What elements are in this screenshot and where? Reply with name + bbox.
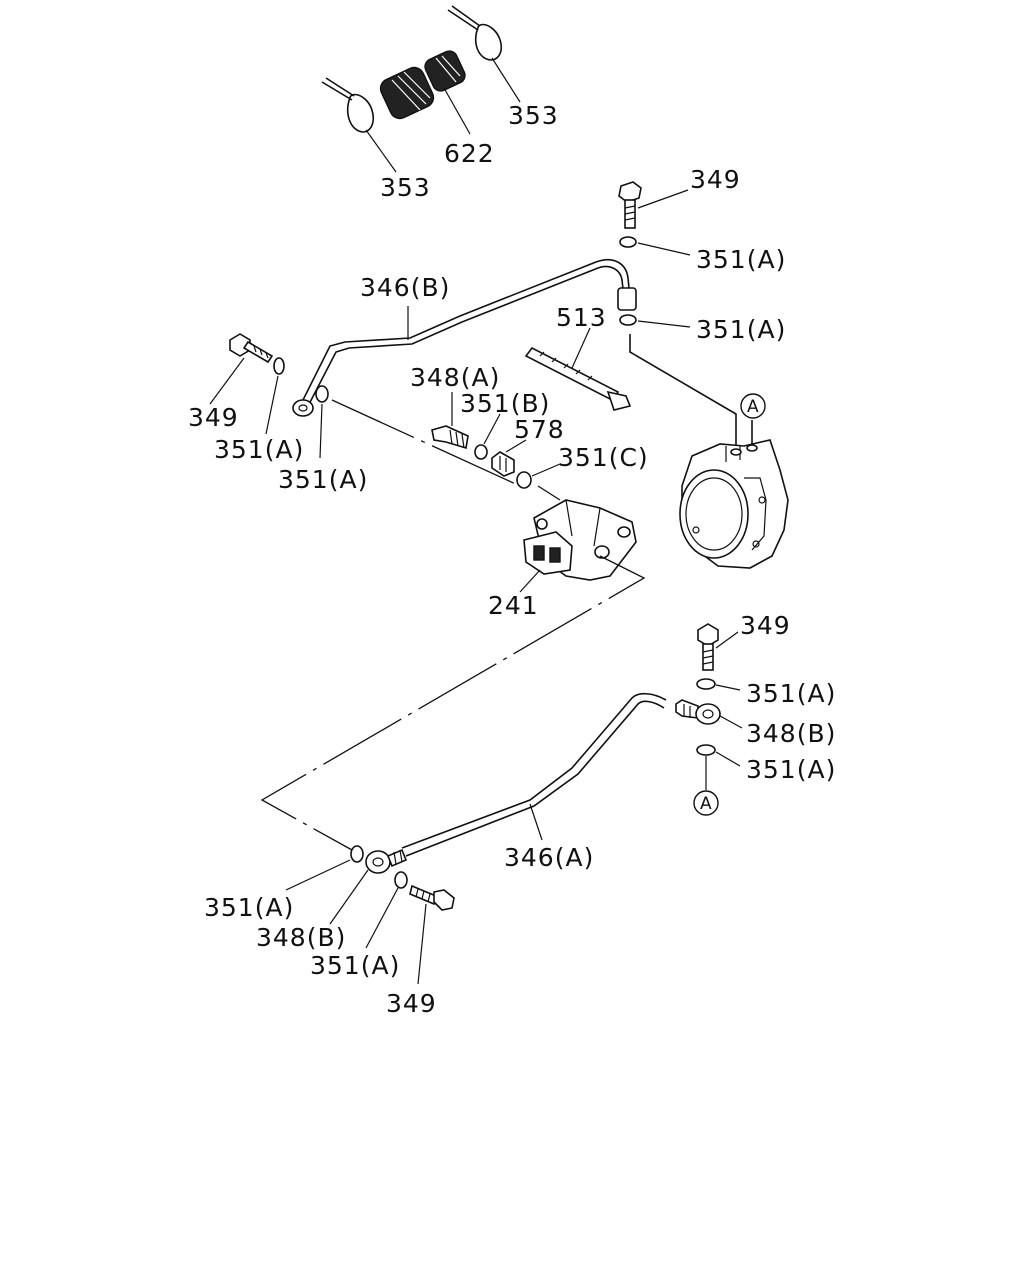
ref-a-circle-top: A [740, 393, 766, 419]
hose-622 [379, 50, 466, 120]
banjo-348b-left [329, 848, 408, 925]
label-622: 622 [444, 139, 495, 168]
washer-351c [516, 463, 561, 489]
washer-351a-3 [265, 357, 285, 435]
bolt-349-top [618, 181, 689, 229]
pipe-346a [401, 692, 667, 857]
label-351a-4: 351(A) [278, 465, 368, 494]
washer-351a-4 [315, 385, 329, 459]
washer-351a-7 [285, 845, 364, 891]
route-line-a [629, 334, 737, 446]
label-349-bottom: 349 [386, 989, 437, 1018]
bolt-349-bottom [409, 884, 455, 985]
washer-351b [474, 413, 501, 460]
ref-a-label-top: A [747, 397, 759, 417]
cable-tie-513 [524, 327, 632, 411]
plug-578 [491, 439, 527, 477]
centerline-upper-2 [537, 485, 561, 501]
label-578: 578 [514, 415, 565, 444]
hose-clamp-353-right [447, 5, 503, 61]
label-351a-1: 351(A) [696, 245, 786, 274]
washer-351a-5 [696, 678, 741, 691]
bolt-349-left [209, 333, 274, 405]
label-349-top: 349 [690, 165, 741, 194]
label-349-left: 349 [188, 403, 239, 432]
label-351a-2: 351(A) [696, 315, 786, 344]
label-351b: 351(B) [460, 389, 550, 418]
label-513: 513 [556, 303, 607, 332]
centerline-lower [260, 555, 646, 851]
label-353-left: 353 [380, 173, 431, 202]
pipe-346b [292, 258, 637, 417]
banjo-348b-right [675, 699, 743, 729]
washer-351a-1 [619, 236, 691, 256]
label-348b-right: 348(B) [746, 719, 836, 748]
ref-a-circle-bottom: A [693, 790, 719, 816]
pump-housing [679, 439, 789, 569]
washer-351a-2 [619, 314, 691, 328]
label-351c: 351(C) [558, 443, 649, 472]
washer-351a-8 [365, 871, 408, 949]
label-348a: 348(A) [410, 363, 500, 392]
label-351a-6: 351(A) [746, 755, 836, 784]
label-241: 241 [488, 591, 539, 620]
label-346b: 346(B) [360, 273, 450, 302]
ref-a-label-bottom: A [700, 794, 712, 814]
label-348b-left: 348(B) [256, 923, 346, 952]
label-351a-8: 351(A) [310, 951, 400, 980]
label-351a-7: 351(A) [204, 893, 294, 922]
centerline-upper [331, 399, 521, 487]
label-346a: 346(A) [504, 843, 594, 872]
label-351a-3: 351(A) [214, 435, 304, 464]
label-349-right: 349 [740, 611, 791, 640]
bolt-349-right [697, 623, 739, 671]
label-351a-5: 351(A) [746, 679, 836, 708]
washer-351a-6 [696, 744, 741, 790]
fitting-348a [431, 392, 469, 450]
leaders-top [365, 57, 521, 173]
unit-241 [519, 499, 637, 593]
hose-clamp-353-left [321, 77, 375, 133]
label-353-top: 353 [508, 101, 559, 130]
